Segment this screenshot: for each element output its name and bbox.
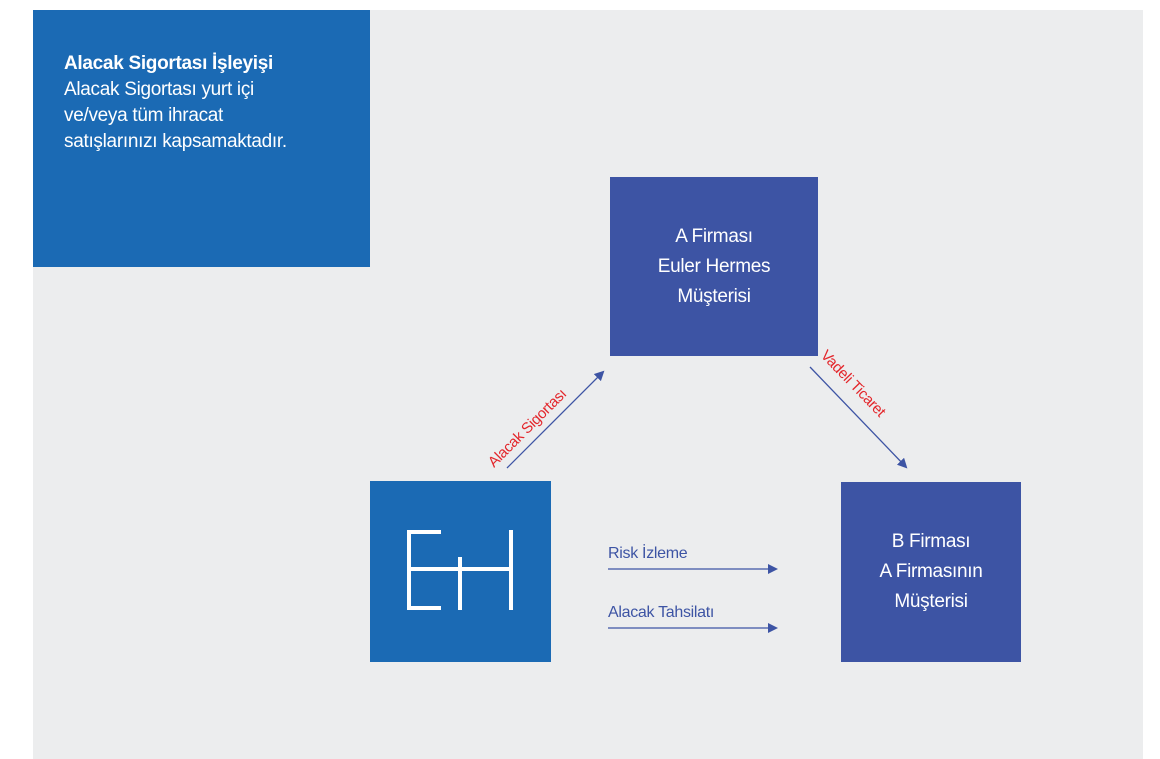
firm-b-type: Müşterisi (894, 591, 968, 612)
intro-panel: Alacak Sigortası İşleyişi Alacak Sigorta… (33, 10, 370, 267)
firm-b-name: B Firması (891, 531, 971, 552)
intro-title: Alacak Sigortası İşleyişi (64, 53, 274, 74)
firm-a-role: Euler Hermes (657, 255, 771, 277)
firm-a-box: A Firması Euler Hermes Müşterisi (610, 177, 818, 356)
firm-a-name: A Firması (675, 225, 753, 247)
firm-b-box: B Firması A Firmasının Müşterisi (841, 482, 1021, 662)
euler-hermes-logo-icon (407, 530, 513, 610)
intro-text: Alacak Sigortası yurt içi ve/veya tüm ih… (64, 79, 287, 152)
euler-hermes-box (370, 481, 551, 662)
firm-a-type: Müşterisi (677, 285, 751, 307)
firm-b-role: A Firmasının (879, 561, 983, 582)
